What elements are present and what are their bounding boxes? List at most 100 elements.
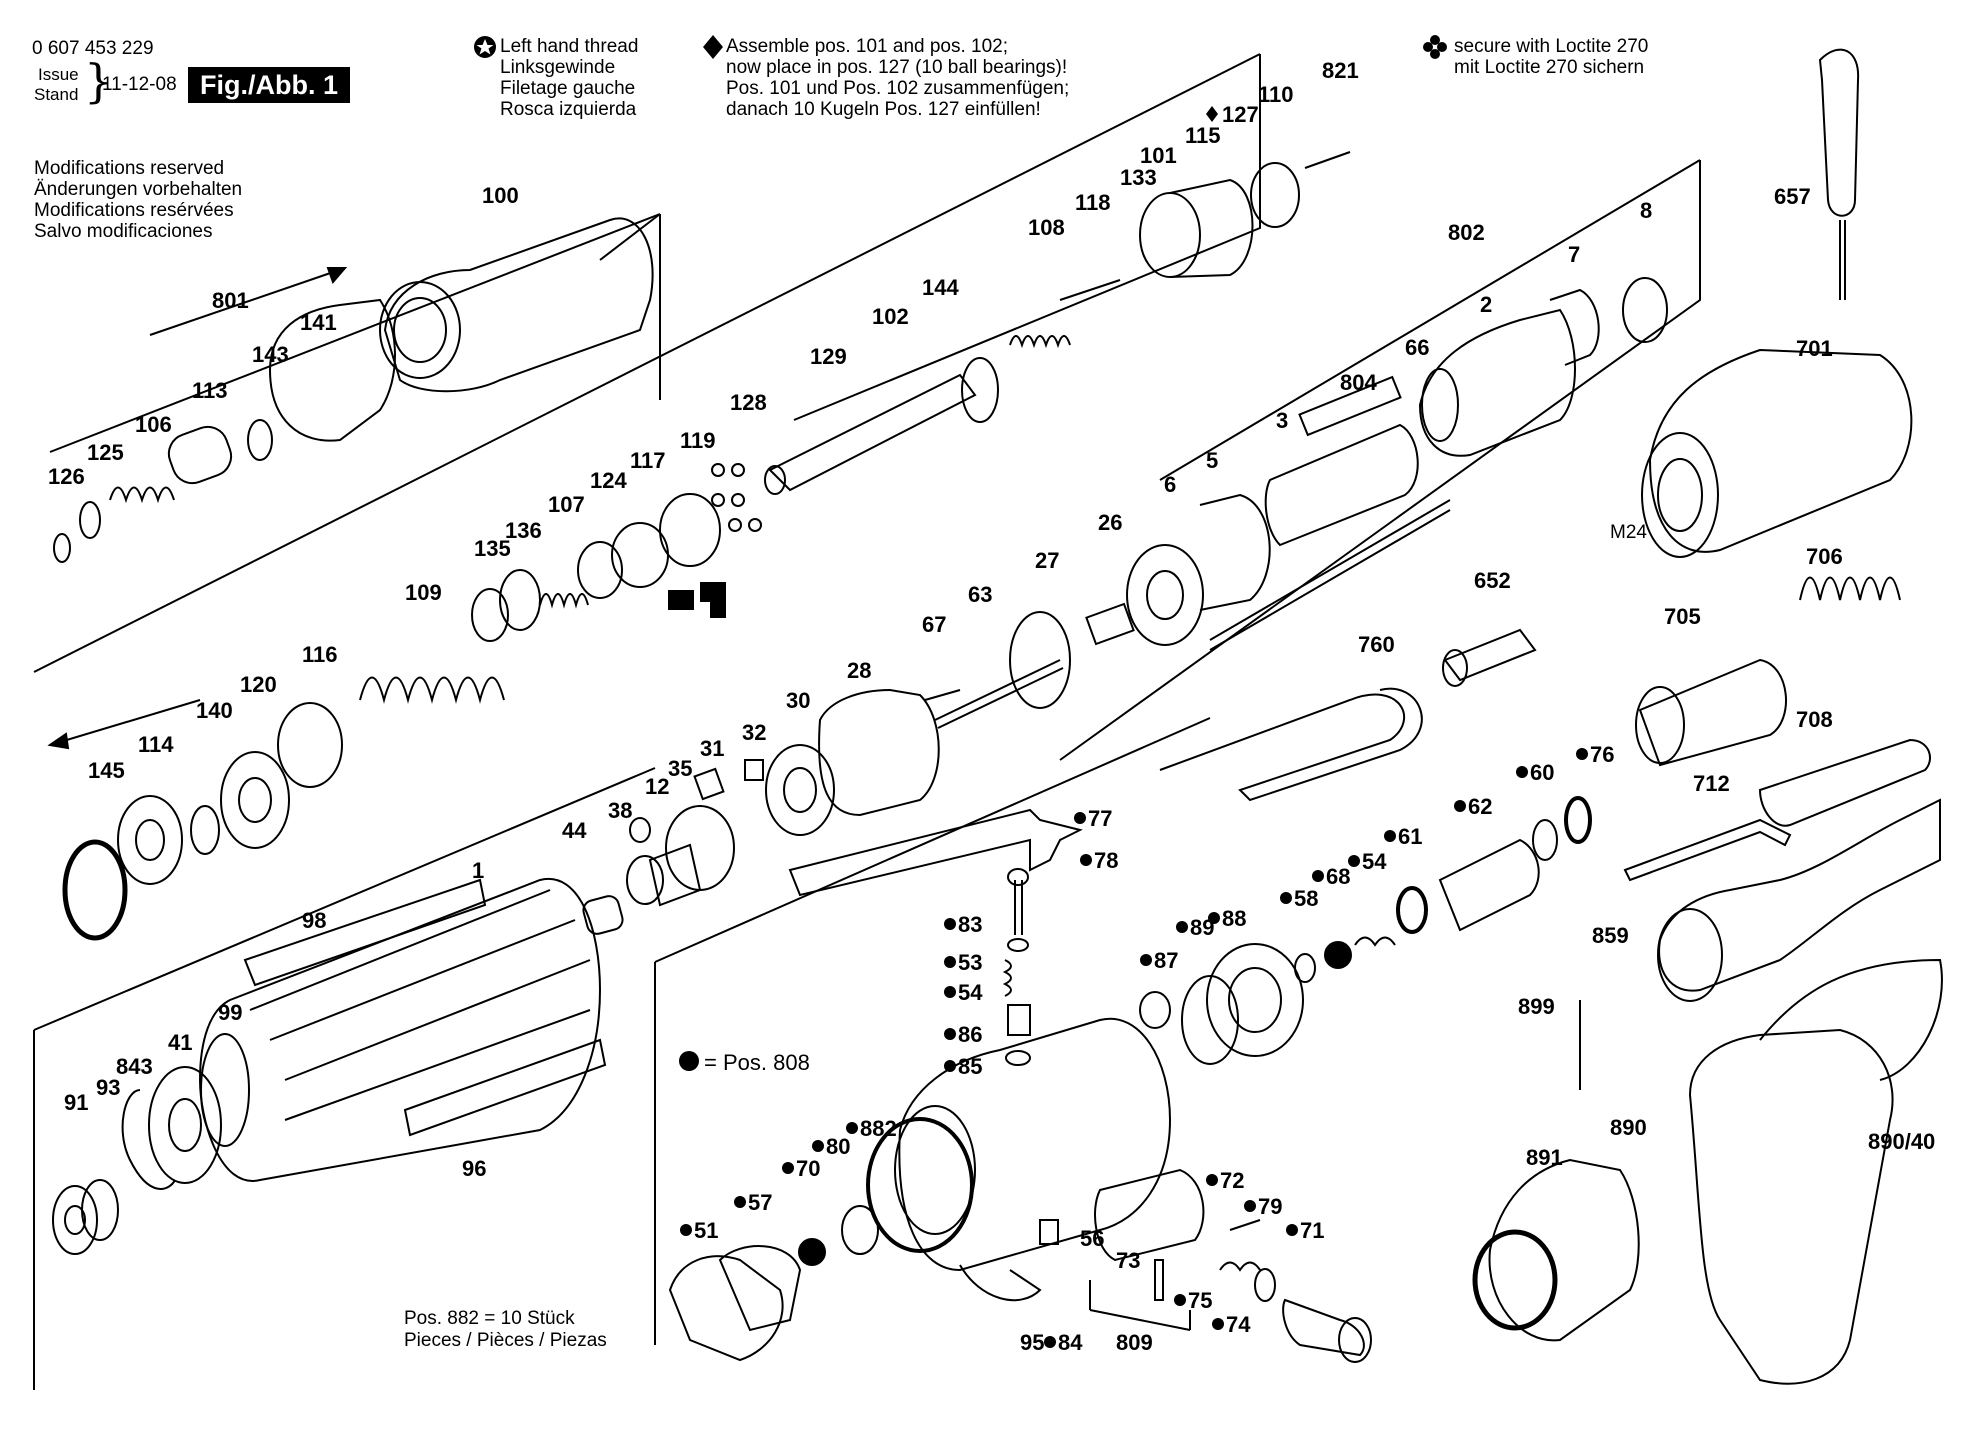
part-label-99: 99 [218, 1000, 242, 1025]
issue-date: 11-12-08 [102, 74, 177, 95]
pos808-bullet-icon [1044, 1336, 1056, 1348]
bracket-box-802 [1059, 160, 1701, 761]
pos808-bullet-icon [1516, 766, 1528, 778]
part-label-58: 58 [1294, 886, 1318, 911]
part-label-701: 701 [1796, 336, 1833, 361]
part-label-118: 118 [1075, 190, 1111, 215]
pos808-bullet-icon [1212, 1318, 1224, 1330]
pos808-bullet-icon [1286, 1224, 1298, 1236]
loctite-en: secure with Loctite 270 [1454, 36, 1649, 57]
part-label-76: 76 [1590, 742, 1614, 767]
part-label-107: 107 [548, 492, 585, 517]
assemble-line-3: Pos. 101 und Pos. 102 zusammenfügen; [726, 78, 1070, 99]
part-1-shape [198, 877, 602, 1182]
part-label-145: 145 [88, 758, 125, 783]
part-label-140: 140 [196, 698, 233, 723]
assemble-line-4: danach 10 Kugeln Pos. 127 einfüllen! [726, 99, 1041, 120]
part-label-652: 652 [1474, 568, 1511, 593]
part-label-87: 87 [1154, 948, 1178, 973]
part-label-126: 126 [48, 464, 85, 489]
part-label-51: 51 [694, 1218, 718, 1243]
lht-de: Linksgewinde [500, 57, 616, 78]
clover-icon [1423, 35, 1447, 59]
part-label-809: 809 [1116, 1330, 1153, 1355]
pos808-bullet-icon [680, 1224, 692, 1236]
lht-en: Left hand thread [500, 36, 639, 57]
part-label-70: 70 [796, 1156, 820, 1181]
part-label-899: 899 [1518, 994, 1555, 1019]
part-label-80: 80 [826, 1134, 850, 1159]
part-label-8: 8 [1640, 198, 1652, 223]
loctite-de: mit Loctite 270 sichern [1454, 57, 1645, 78]
part-label-102: 102 [872, 304, 909, 329]
part-label-71: 71 [1300, 1218, 1324, 1243]
bracket-line-lower [33, 767, 656, 1031]
part-label-6: 6 [1164, 472, 1176, 497]
pos808-bullet-icon [944, 986, 956, 998]
part-label-706: 706 [1806, 544, 1843, 569]
part-label-54: 54 [958, 980, 983, 1005]
pos808-bullet-icon [1312, 870, 1324, 882]
part-label-35: 35 [668, 756, 692, 781]
part-label-91: 91 [64, 1090, 88, 1115]
part-label-100: 100 [482, 183, 519, 208]
part-label-129: 129 [810, 344, 847, 369]
pos808-bullet-icon [1140, 954, 1152, 966]
part-label-657: 657 [1774, 184, 1811, 209]
part-label-1: 1 [472, 858, 484, 883]
part-label-101: 101 [1140, 143, 1177, 168]
pos808-bullet-icon [944, 918, 956, 930]
part-label-859: 859 [1592, 923, 1629, 948]
bracket-line-802 [1159, 159, 1701, 481]
pos808-bullet-icon [1244, 1200, 1256, 1212]
modifications-es: Salvo modificaciones [34, 221, 213, 242]
part-label-89: 89 [1190, 915, 1214, 940]
part-label-26: 26 [1098, 510, 1122, 535]
pos808-bullet-icon [944, 1060, 956, 1072]
modifications-en: Modifications reserved [34, 158, 225, 179]
part-label-54: 54 [1362, 849, 1387, 874]
part-label-68: 68 [1326, 864, 1350, 889]
pos808-bullet-icon [1576, 748, 1588, 760]
part-label-106: 106 [135, 412, 172, 437]
part-label-2: 2 [1480, 292, 1492, 317]
part-label-5: 5 [1206, 448, 1218, 473]
part-label-7: 7 [1568, 242, 1580, 267]
part-label-31: 31 [700, 736, 724, 761]
bracket-line-801-top [49, 213, 661, 453]
pos808-bullet-icon [846, 1122, 858, 1134]
part-label-760: 760 [1358, 632, 1395, 657]
part-label-63: 63 [968, 582, 992, 607]
part-label-60: 60 [1530, 760, 1554, 785]
left-hand-thread-icon [474, 36, 496, 58]
part-label-128: 128 [730, 390, 767, 415]
part-label-108: 108 [1028, 215, 1065, 240]
part-label-891: 891 [1526, 1145, 1563, 1170]
part-label-117: 117 [630, 448, 666, 473]
part-label-143: 143 [252, 342, 289, 367]
pos882-note-2: Pieces / Pièces / Piezas [404, 1330, 607, 1351]
part-label-72: 72 [1220, 1168, 1244, 1193]
pos808-bullet-icon [1080, 854, 1092, 866]
pos808-bullet-icon [1174, 1294, 1186, 1306]
part-label-85: 85 [958, 1054, 982, 1079]
pos808-bullet-icon [1074, 812, 1086, 824]
lht-fr: Filetage gauche [500, 78, 636, 99]
part-label-114: 114 [138, 732, 174, 757]
part-label-136: 136 [505, 518, 542, 543]
pos808-bullet-icon [1206, 1174, 1218, 1186]
part-label-95: 95 [1020, 1330, 1044, 1355]
part-label-141: 141 [300, 310, 337, 335]
part-label-113: 113 [192, 378, 228, 403]
pos882-note-1: Pos. 882 = 10 Stück [404, 1308, 575, 1329]
part-label-843: 843 [116, 1054, 153, 1079]
pos808-bullet-icon [1208, 912, 1220, 924]
part-label-88: 88 [1222, 906, 1246, 931]
part-label-56: 56 [1080, 1226, 1104, 1251]
part-label-98: 98 [302, 908, 326, 933]
assemble-line-1: Assemble pos. 101 and pos. 102; [726, 36, 1009, 57]
lht-es: Rosca izquierda [500, 99, 637, 120]
part-label-116: 116 [302, 642, 338, 667]
assemble-line-2: now place in pos. 127 (10 ball bearings)… [726, 57, 1068, 78]
